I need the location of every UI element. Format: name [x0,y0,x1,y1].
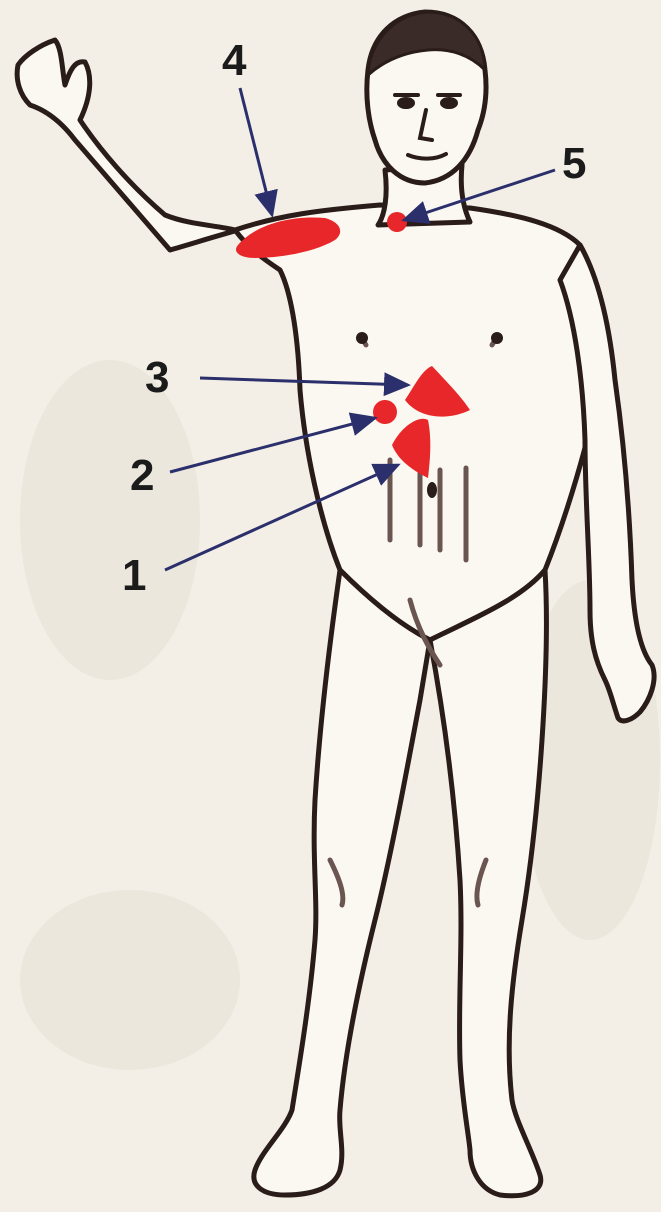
callout-label-3: 3 [145,353,169,402]
pain-zone-gallbladder [373,400,397,424]
callout-label-2: 2 [130,451,154,500]
leg-right [430,570,546,1196]
callout-label-1: 1 [122,551,146,600]
callout-label-5: 5 [562,139,586,188]
raised-arm [17,40,300,250]
callout-label-4: 4 [222,36,247,85]
arrow-4 [240,88,272,215]
pain-zone-neck [387,212,407,232]
